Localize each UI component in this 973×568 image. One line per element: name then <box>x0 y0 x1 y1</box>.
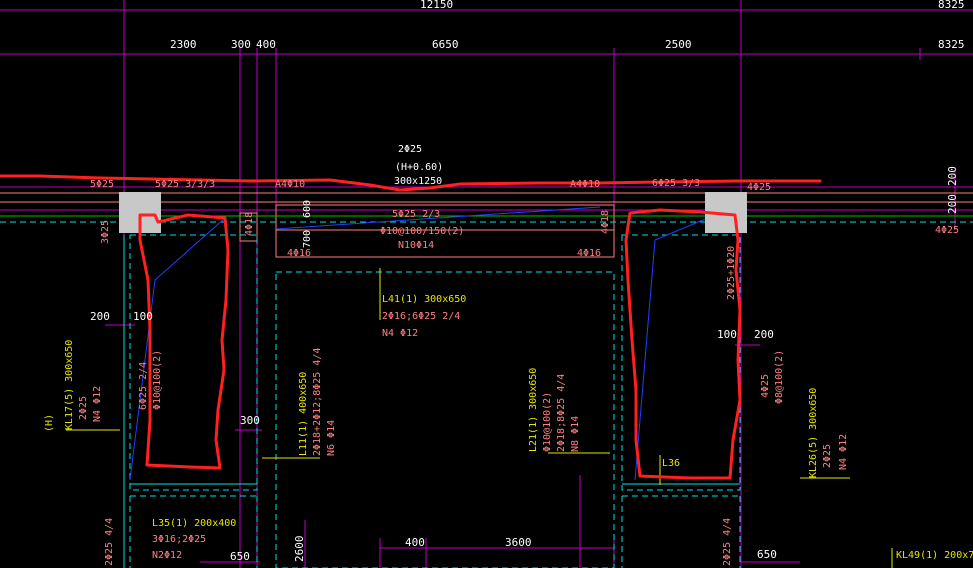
L21-rebar: 2Φ18;8Φ25 4/4 <box>556 374 567 452</box>
top-beam-rebar: 2Φ25 <box>398 144 422 155</box>
dim-right-200: 200 <box>754 328 774 341</box>
mid-stirrup: Φ10@100/150(2) <box>380 226 464 237</box>
beam-labels: 2Φ25 (H+0.60) 300x1250 5Φ25 5Φ25 3/3/3 A… <box>44 144 973 566</box>
L11-name: L11(1) 400x650 <box>298 372 309 456</box>
mid-4d16-right: 4Φ16 <box>577 248 601 259</box>
L11-rebar: 2Φ18+2Φ12;8Φ25 4/4 <box>312 348 323 456</box>
top-beam-size: 300x1250 <box>394 176 442 187</box>
top-beam-level: (H+0.60) <box>395 162 443 173</box>
top-left-5d25: 5Φ25 <box>90 179 114 190</box>
KL26-name: KL26(5) 300x650 <box>808 388 819 478</box>
dim-top-right: 8325 <box>938 0 965 11</box>
right-col-rebar: 4Φ25 <box>760 374 771 398</box>
cyan-solid-lines <box>123 235 740 568</box>
right-col-top: 2Φ25+1Φ20 <box>726 246 737 300</box>
dim-8325: 8325 <box>938 38 965 51</box>
L35-name: L35(1) 200x400 <box>152 518 236 529</box>
L35-rebar: 3Φ16;2Φ25 <box>152 534 206 545</box>
dim-right-100: 100 <box>717 328 737 341</box>
mid-4d18-right: 4Φ18 <box>600 210 611 234</box>
left-col-rebar: 6Φ25 2/4 <box>138 362 149 410</box>
KL49-name: KL49(1) 200x700 <box>896 550 973 561</box>
L11-n: N6 Φ14 <box>326 420 337 456</box>
right-col-stirrup: Φ8@100(2) <box>774 350 785 404</box>
dim-2500: 2500 <box>665 38 692 51</box>
top-right-6d25: 6Φ25 3/3 <box>652 178 700 189</box>
KL17-name: KL17(5) 300x650 <box>64 340 75 430</box>
dimension-text: 12150 8325 2300 300 400 6650 2500 8325 2… <box>90 0 965 563</box>
top-left-set: 5Φ25 3/3/3 <box>155 179 215 190</box>
dim-right-200b: 200 <box>946 194 959 214</box>
mid-4d16-left: 4Φ16 <box>287 248 311 259</box>
dim-400-bottom: 400 <box>405 536 425 549</box>
red-markup[interactable] <box>0 174 822 480</box>
dim-700: 700 <box>302 230 313 248</box>
dim-650-left: 650 <box>230 550 250 563</box>
dim-6650: 6650 <box>432 38 459 51</box>
dim-400: 400 <box>256 38 276 51</box>
leader-lines <box>66 268 893 568</box>
top-right-4d25: 4Φ25 <box>747 182 771 193</box>
L21-name: L21(1) 300x650 <box>528 368 539 452</box>
KL17-level: (H) <box>44 414 55 432</box>
KL17-rebar: 2Φ25 <box>78 396 89 420</box>
dim-300: 300 <box>231 38 251 51</box>
KL17-n: N4 Φ12 <box>92 386 103 422</box>
dim-3600: 3600 <box>505 536 532 549</box>
KL26-n: N4 Φ12 <box>838 434 849 470</box>
dim-2600: 2600 <box>293 536 306 563</box>
bottom-right-rebar: 2Φ25 4/4 <box>722 518 733 566</box>
dim-left-100: 100 <box>133 310 153 323</box>
dim-2300: 2300 <box>170 38 197 51</box>
mid-4d18: 4Φ18 <box>244 212 255 236</box>
L21-n: N8 Φ14 <box>570 416 581 452</box>
L41-name: L41(1) 300x650 <box>382 294 466 305</box>
left-col-stirrup: Φ10@100(2) <box>152 350 163 410</box>
rebar-lines <box>129 206 716 481</box>
a4-left: A4Φ10 <box>275 179 305 190</box>
dim-300-mid: 300 <box>240 414 260 427</box>
right-edge-4d25: 4Φ25 <box>935 225 959 236</box>
L41-n: N4 Φ12 <box>382 328 418 339</box>
dim-600: 600 <box>302 200 313 218</box>
bottom-left-rebar: 2Φ25 4/4 <box>104 518 115 566</box>
beam-outlines <box>0 192 973 258</box>
L41-rebar: 2Φ16;6Φ25 2/4 <box>382 311 460 322</box>
L35-n: N2Φ12 <box>152 550 182 561</box>
KL26-rebar: 2Φ25 <box>822 444 833 468</box>
dim-left-200: 200 <box>90 310 110 323</box>
mid-5d25: 5Φ25 2/3 <box>392 209 440 220</box>
L36-label: L36 <box>662 458 680 469</box>
L21-stirrup: Φ10@100(2) <box>542 392 553 452</box>
left-3d25: 3Φ25 <box>100 220 111 244</box>
dim-650-right: 650 <box>757 548 777 561</box>
a4-right: A4Φ10 <box>570 179 600 190</box>
dim-top-total: 12150 <box>420 0 453 11</box>
mid-n10: N10Φ14 <box>398 240 434 251</box>
dim-right-200a: 200 <box>946 166 959 186</box>
